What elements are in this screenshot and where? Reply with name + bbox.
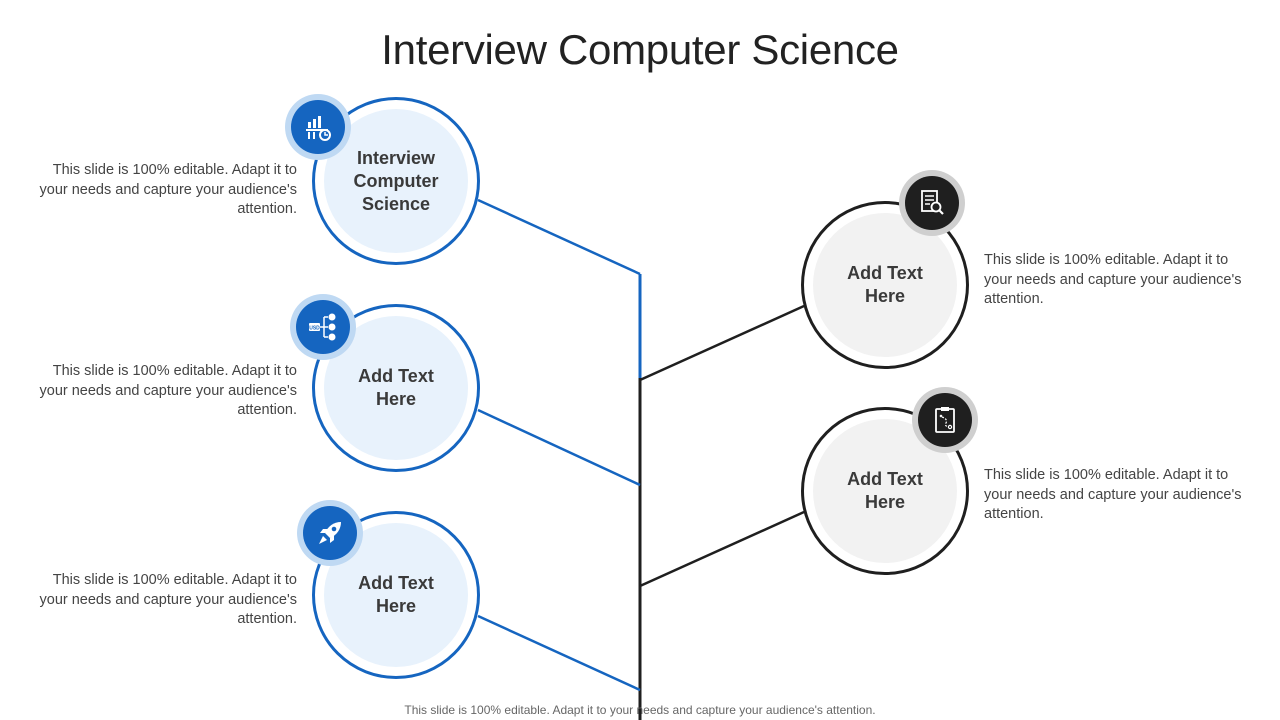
connector-right-1 [639, 304, 805, 382]
right-2-label: Add Text Here [847, 469, 923, 512]
clipboard-strategy-icon [935, 407, 955, 433]
left-1-badge [285, 94, 351, 160]
right-1-label: Add Text Here [847, 263, 923, 306]
connector-left-2 [477, 408, 641, 487]
rocket-icon [319, 522, 341, 544]
bar-chart-building-icon [306, 116, 331, 141]
right-1-badge [899, 170, 965, 236]
left-2-badge: USD [290, 294, 356, 360]
connector-right-2 [639, 510, 805, 588]
left-2-description: This slide is 100% editable. Adapt it to… [39, 363, 298, 418]
right-2-badge [912, 387, 978, 453]
usd-network-icon: USD [309, 313, 336, 341]
left-3-description: This slide is 100% editable. Adapt it to… [39, 572, 298, 627]
connector-left-1 [477, 198, 641, 276]
connector-left-3 [477, 614, 641, 692]
left-3-label: Add Text Here [358, 573, 434, 616]
right-1-description: This slide is 100% editable. Adapt it to… [984, 252, 1242, 307]
right-2-description: This slide is 100% editable. Adapt it to… [984, 467, 1242, 522]
svg-text:USD: USD [309, 326, 320, 332]
left-3-badge [297, 500, 363, 566]
left-1-description: This slide is 100% editable. Adapt it to… [39, 162, 298, 217]
left-1-label: Interview Computer Science [353, 147, 439, 214]
left-2-label: Add Text Here [358, 366, 434, 409]
document-search-icon [921, 190, 944, 215]
footer-note: This slide is 100% editable. Adapt it to… [404, 703, 876, 717]
slide-title: Interview Computer Science [381, 26, 899, 73]
